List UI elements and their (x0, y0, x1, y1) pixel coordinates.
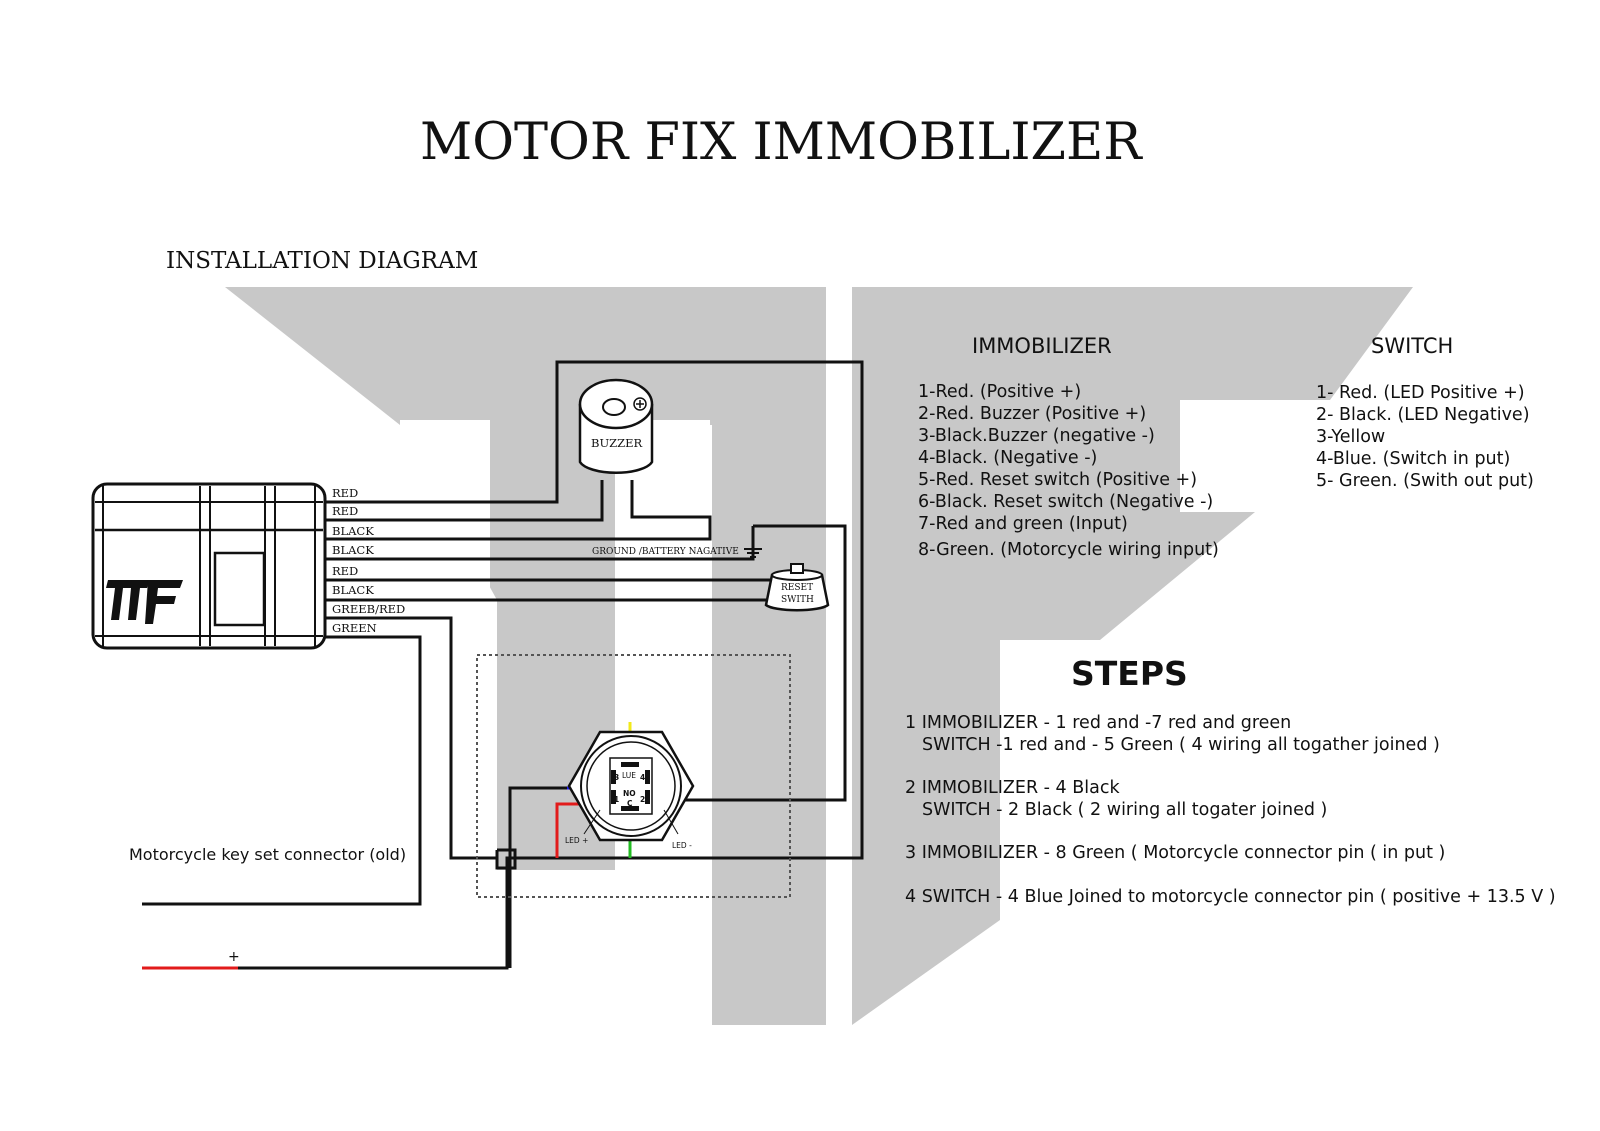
switch-dotted-frame (476, 654, 791, 898)
steps-list: 1 IMMOBILIZER - 1 red and -7 red and gre… (905, 713, 1556, 907)
immobilizer-item: 2-Red. Buzzer (Positive +) (918, 404, 1146, 424)
switch-pin-c: C (627, 799, 633, 808)
diagram-subtitle: INSTALLATION DIAGRAM (166, 248, 478, 274)
ground-label: GROUND /BATTERY NAGATIVE (592, 547, 739, 557)
immobilizer-item: 5-Red. Reset switch (Positive +) (918, 470, 1197, 490)
wire-ground-to-switch (652, 524, 847, 802)
switch-pin-1: 1 (614, 795, 619, 804)
wire-harness (142, 360, 864, 970)
step-line: SWITCH - 2 Black ( 2 wiring all togater … (922, 800, 1327, 820)
switch-list: 1- Red. (LED Positive +) 2- Black. (LED … (1316, 383, 1534, 491)
switch-item: 2- Black. (LED Negative) (1316, 405, 1530, 425)
wire-label-7: GREEB/RED (332, 602, 405, 616)
led-minus-label: LED - (672, 841, 692, 850)
step-line: 2 IMMOBILIZER - 4 Black (905, 778, 1120, 798)
buzzer-label: BUZZER (591, 436, 643, 450)
switch-item: 3-Yellow (1316, 427, 1385, 447)
reset-label-2: SWITH (781, 595, 814, 605)
wire-label-1: RED (332, 486, 358, 500)
watermark-right-shape (852, 287, 1413, 1025)
module-window (213, 551, 266, 627)
immobilizer-item: 3-Black.Buzzer (negative -) (918, 426, 1155, 446)
immobilizer-item: 1-Red. (Positive +) (918, 382, 1081, 402)
switch-pin-no: NO (623, 789, 636, 798)
wire-labels: RED RED BLACK BLACK RED BLACK GREEB/RED … (332, 486, 405, 635)
immobilizer-list: 1-Red. (Positive +) 2-Red. Buzzer (Posit… (918, 382, 1219, 560)
wire-black-2 (325, 526, 755, 561)
immobilizer-item: 4-Black. (Negative -) (918, 448, 1097, 468)
connector-label: Motorcycle key set connector (old) (129, 845, 406, 864)
wire-green-red (325, 616, 497, 860)
wire-label-3: BLACK (332, 524, 374, 538)
steps-heading: STEPS (1071, 654, 1188, 693)
watermark-logo (225, 287, 1413, 1025)
reset-switch: RESET SWITH (764, 563, 830, 612)
wire-junction (495, 848, 517, 870)
step-line: 1 IMMOBILIZER - 1 red and -7 red and gre… (905, 713, 1291, 733)
push-button-switch: 3 LUE 4 1 NO C 2 LED + LED - (565, 730, 695, 850)
step-line: SWITCH -1 red and - 5 Green ( 4 wiring a… (922, 735, 1440, 755)
switch-item: 1- Red. (LED Positive +) (1316, 383, 1525, 403)
switch-pin-led: LUE (622, 771, 636, 780)
page-title: MOTOR FIX IMMOBILIZER (420, 113, 1143, 172)
led-plus-label: LED + (565, 836, 588, 845)
switch-heading: SWITCH (1371, 334, 1453, 358)
wire-black-1 (325, 480, 712, 541)
reset-label-1: RESET (781, 583, 813, 593)
buzzer: BUZZER (578, 378, 654, 475)
wire-label-4: BLACK (332, 543, 374, 557)
wire-label-5: RED (332, 564, 358, 578)
watermark-slot-left (400, 420, 490, 595)
step-line: 3 IMMOBILIZER - 8 Green ( Motorcycle con… (905, 843, 1445, 863)
immobilizer-heading: IMMOBILIZER (972, 334, 1112, 358)
immobilizer-item: 8-Green. (Motorcycle wiring input) (918, 540, 1219, 560)
switch-pin-4: 4 (640, 773, 645, 782)
immobilizer-item: 7-Red and green (Input) (918, 514, 1128, 534)
wire-label-2: RED (332, 504, 358, 518)
connector-plus: + (228, 949, 240, 965)
switch-pin-3: 3 (614, 773, 619, 782)
immobilizer-item: 6-Black. Reset switch (Negative -) (918, 492, 1213, 512)
ground-symbol-icon (744, 540, 762, 558)
wire-label-6: BLACK (332, 583, 374, 597)
wire-switch-blue-run (508, 786, 575, 968)
wire-red-1 (142, 360, 864, 970)
wire-red-2 (325, 480, 604, 522)
wire-label-8: GREEN (332, 621, 377, 635)
wire-green (142, 635, 422, 906)
switch-item: 5- Green. (Swith out put) (1316, 471, 1534, 491)
step-line: 4 SWITCH - 4 Blue Joined to motorcycle c… (905, 887, 1556, 907)
switch-item: 4-Blue. (Switch in put) (1316, 449, 1510, 469)
switch-pin-2: 2 (640, 795, 645, 804)
mf-logo-icon (106, 580, 183, 624)
immobilizer-module (91, 482, 327, 650)
